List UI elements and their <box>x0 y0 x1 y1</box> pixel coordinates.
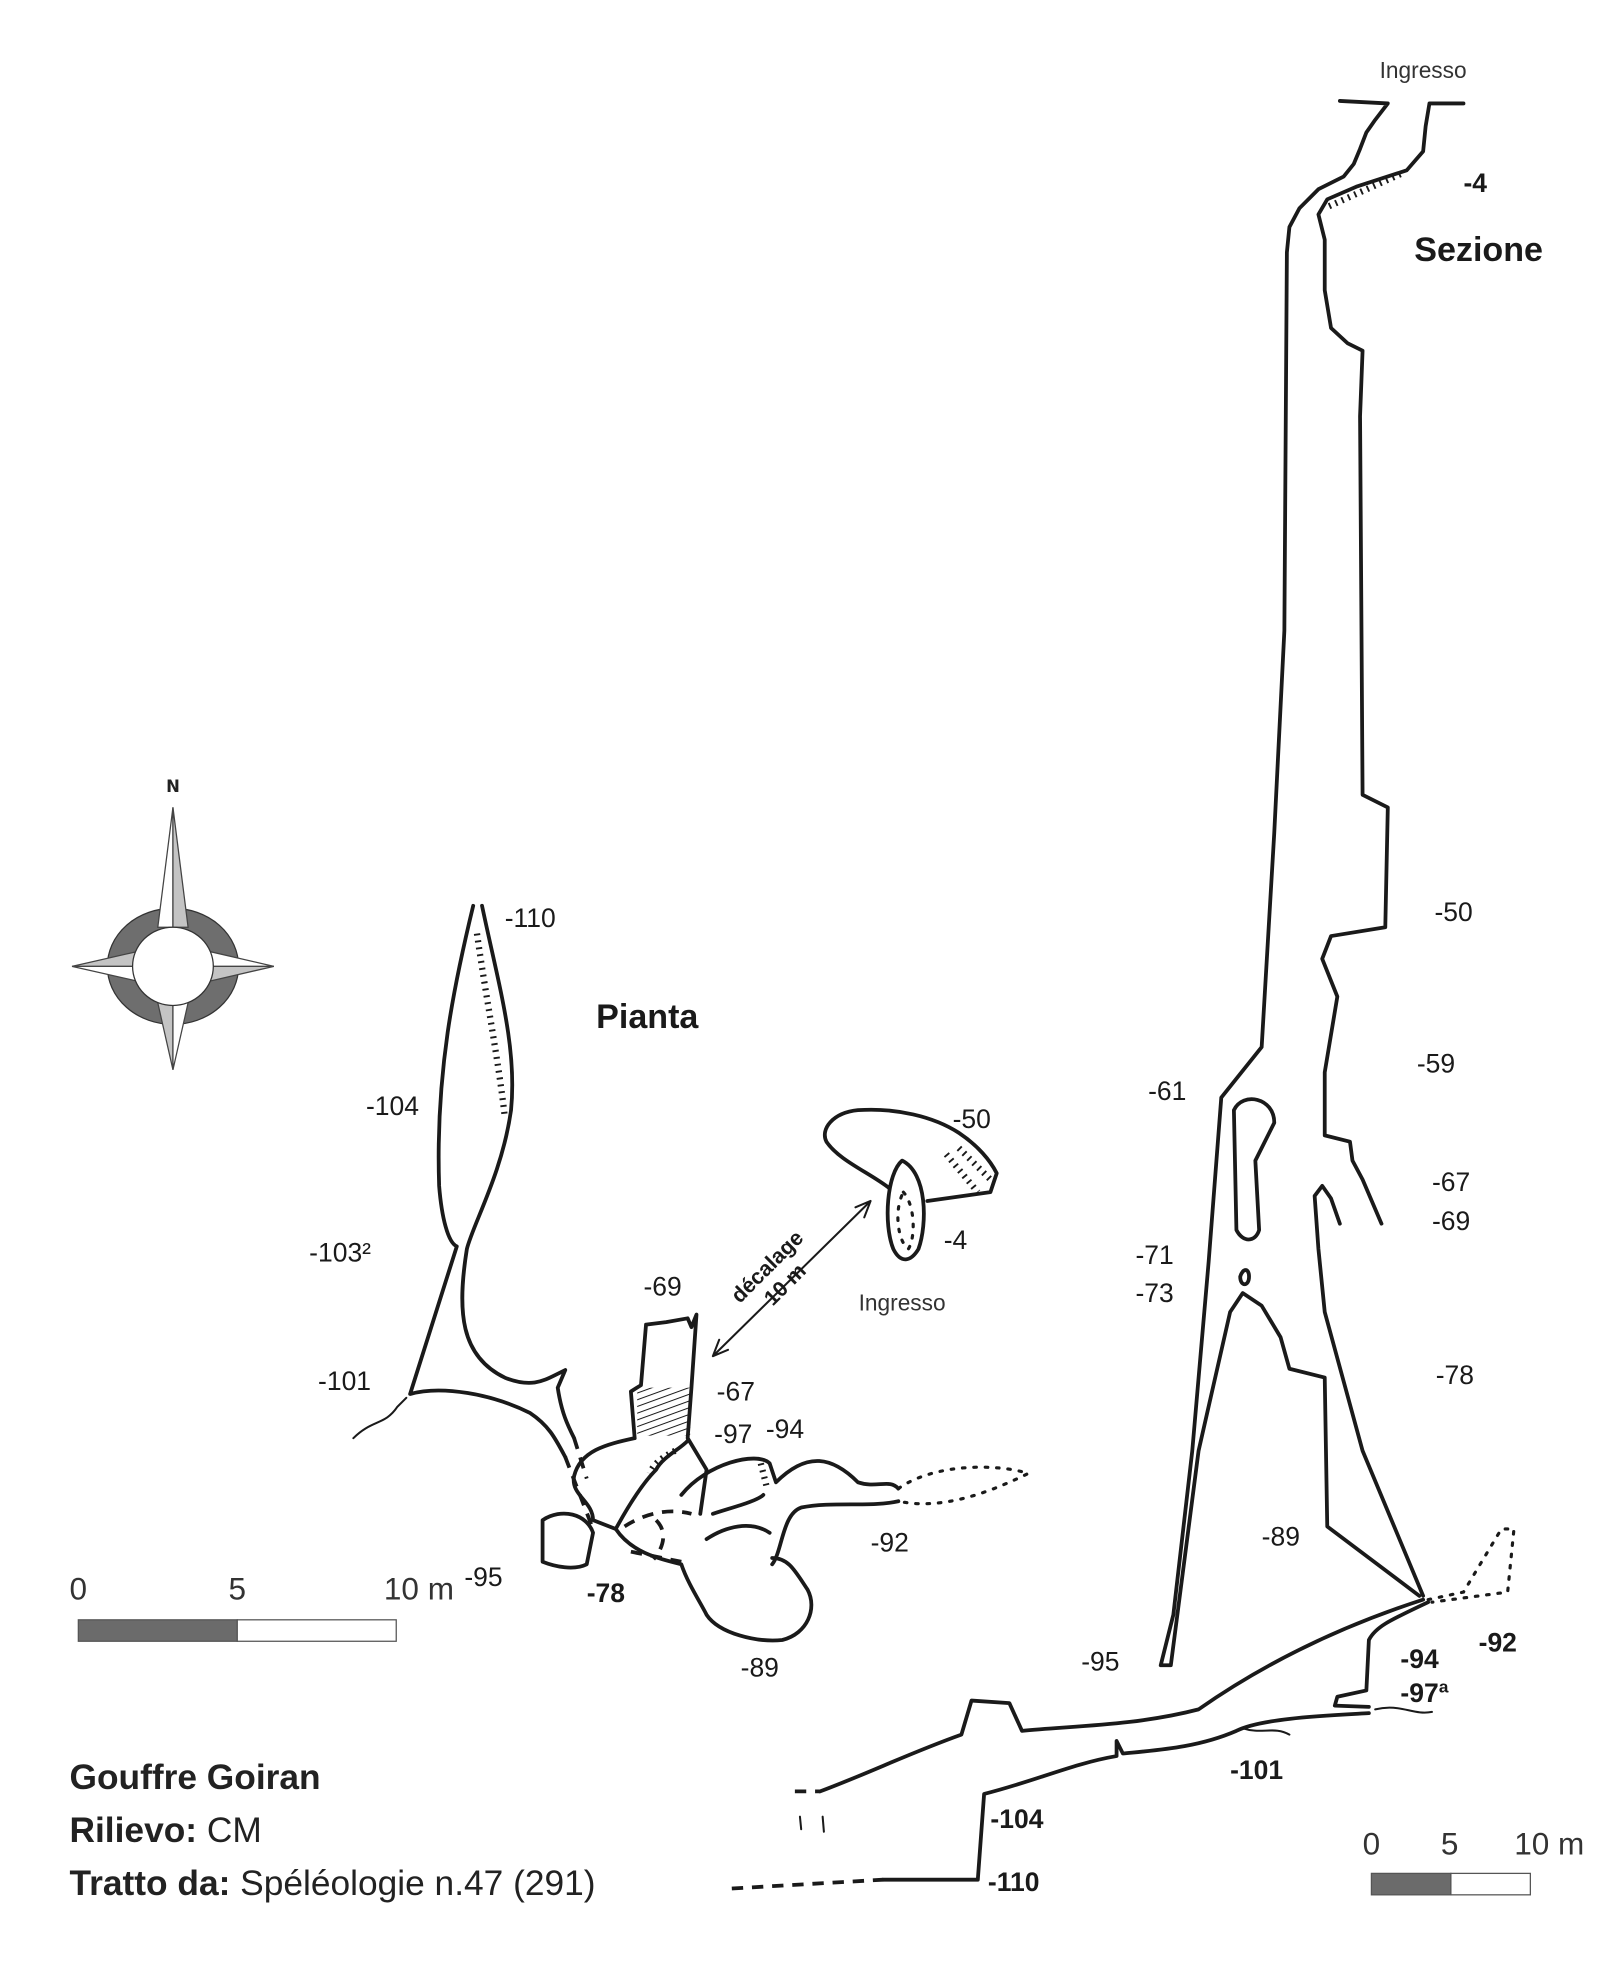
plan-scale-bar: 0 5 10 m <box>70 1571 454 1642</box>
section-gallery-top <box>818 1597 1426 1794</box>
plan-depth-label: -95 <box>464 1562 502 1592</box>
section-depth-label: -97ª <box>1400 1678 1448 1708</box>
plan-lower-chamber <box>613 1524 814 1643</box>
source-value: Spéléologie n.47 (291) <box>240 1864 595 1903</box>
section-ticks <box>798 1815 825 1833</box>
plan-depth-label: -92 <box>871 1528 909 1558</box>
scale-bar-light-segment <box>1450 1872 1531 1896</box>
plan-inflow-squiggle <box>352 1396 408 1440</box>
plan-entrance-label: Ingresso <box>859 1290 946 1316</box>
plan-title: Pianta <box>596 998 699 1036</box>
offset-label: décalage 10 m <box>726 1226 811 1311</box>
section-depth-label: -69 <box>1432 1206 1470 1236</box>
plan-depth-label: -101 <box>318 1366 371 1396</box>
plan-east-hatching <box>646 1447 771 1490</box>
section-depth-label: -92 <box>1479 1627 1517 1657</box>
scale-label: 5 <box>229 1571 247 1607</box>
section-depth-label: -67 <box>1432 1167 1470 1197</box>
compass-north-label: N <box>166 777 180 796</box>
plan-left-gallery <box>408 903 568 1459</box>
plan-depth-label: -67 <box>717 1376 755 1406</box>
plan-rock <box>540 1511 595 1570</box>
scale-bar-dark-segment <box>77 1619 238 1642</box>
section-depth-label: -110 <box>988 1867 1040 1897</box>
plan-depth-label: -104 <box>366 1091 419 1121</box>
scale-label: 0 <box>70 1571 88 1607</box>
plan-depth-label: -4 <box>944 1225 968 1255</box>
scale-label: 10 m <box>1514 1825 1584 1861</box>
scale-bar-light-segment <box>236 1619 397 1642</box>
source-label: Tratto da: <box>70 1864 231 1903</box>
source-credit: Tratto da: Spéléologie n.47 (291) <box>70 1864 596 1903</box>
scale-label: 5 <box>1441 1825 1459 1861</box>
section-depth-label: -94 <box>1400 1644 1439 1674</box>
scale-bar-dark-segment <box>1370 1872 1452 1896</box>
plan-shaft-chamber <box>628 1312 709 1516</box>
section-depth-label: -101 <box>1230 1755 1283 1785</box>
plan-depth-label: -103² <box>309 1238 371 1268</box>
plan-entrance-lobe <box>823 1107 999 1203</box>
plan-drawing: Pianta Ingresso décalage 10 m -110 -104 … <box>309 903 1033 1683</box>
plan-left-gallery-right-wall <box>460 903 577 1441</box>
compass-rose-icon: N <box>71 777 275 1070</box>
survey-credit: Rilievo: CM <box>70 1811 262 1850</box>
section-title: Sezione <box>1414 231 1543 269</box>
section-depth-label: -50 <box>1434 897 1472 927</box>
water-flow-squiggle <box>1241 1706 1433 1736</box>
scale-label: 10 m <box>384 1571 454 1607</box>
cave-name: Gouffre Goiran <box>70 1758 321 1797</box>
plan-depth-label: -110 <box>505 903 556 933</box>
plan-depth-label: -50 <box>953 1104 991 1134</box>
section-depth-label: -61 <box>1148 1076 1186 1106</box>
section-depth-label: -59 <box>1417 1048 1455 1078</box>
credits: Gouffre Goiran Rilievo: CM Tratto da: Sp… <box>70 1758 596 1903</box>
plan-central-chamber <box>571 1436 690 1531</box>
plan-depth-label: -89 <box>741 1653 779 1683</box>
section-depth-label: -71 <box>1136 1240 1174 1270</box>
plan-entrance-hatching <box>943 1145 993 1195</box>
section-gallery-bottom <box>881 1600 1431 1882</box>
section-depth-label: -78 <box>1436 1360 1474 1390</box>
plan-east-gallery <box>679 1456 901 1567</box>
section-gallery-dash-bottom <box>731 1877 884 1891</box>
plan-slope-hatching <box>473 933 508 1117</box>
section-left-wall <box>1158 99 1422 1668</box>
section-small-loop <box>1238 1268 1251 1287</box>
section-island <box>1232 1097 1277 1242</box>
section-depth-label: -4 <box>1464 168 1488 198</box>
plan-depth-label: -78 <box>587 1578 625 1608</box>
plan-entrance-pit <box>885 1158 926 1262</box>
plan-depth-label: -97 <box>714 1419 752 1449</box>
plan-shaft-hatching <box>637 1387 691 1436</box>
plan-lower-dashed <box>623 1509 692 1564</box>
section-depth-label: -104 <box>990 1804 1043 1834</box>
plan-entrance-pit-dotted <box>896 1189 915 1252</box>
section-depth-label: -89 <box>1262 1521 1300 1551</box>
section-depth-label: -95 <box>1081 1646 1119 1676</box>
offset-arrow <box>711 1199 872 1358</box>
section-scale-bar: 0 5 10 m <box>1363 1825 1584 1896</box>
plan-dashed-connection <box>563 1437 595 1530</box>
survey-label: Rilievo: <box>70 1811 198 1850</box>
section-drawing: Ingresso Sezione -4 -50 -59 -61 -67 -69 … <box>731 57 1543 1897</box>
plan-depth-label: -69 <box>644 1272 682 1302</box>
section-unexplored-dotted <box>1426 1527 1516 1604</box>
plan-depth-label: -94 <box>766 1414 804 1444</box>
section-entrance-label: Ingresso <box>1380 57 1467 83</box>
section-inner-wall <box>1312 1183 1426 1598</box>
plan-unexplored-dotted <box>896 1465 1033 1506</box>
scale-label: 0 <box>1363 1825 1381 1861</box>
survey-value: CM <box>207 1811 262 1850</box>
section-depth-label: -73 <box>1136 1278 1174 1308</box>
